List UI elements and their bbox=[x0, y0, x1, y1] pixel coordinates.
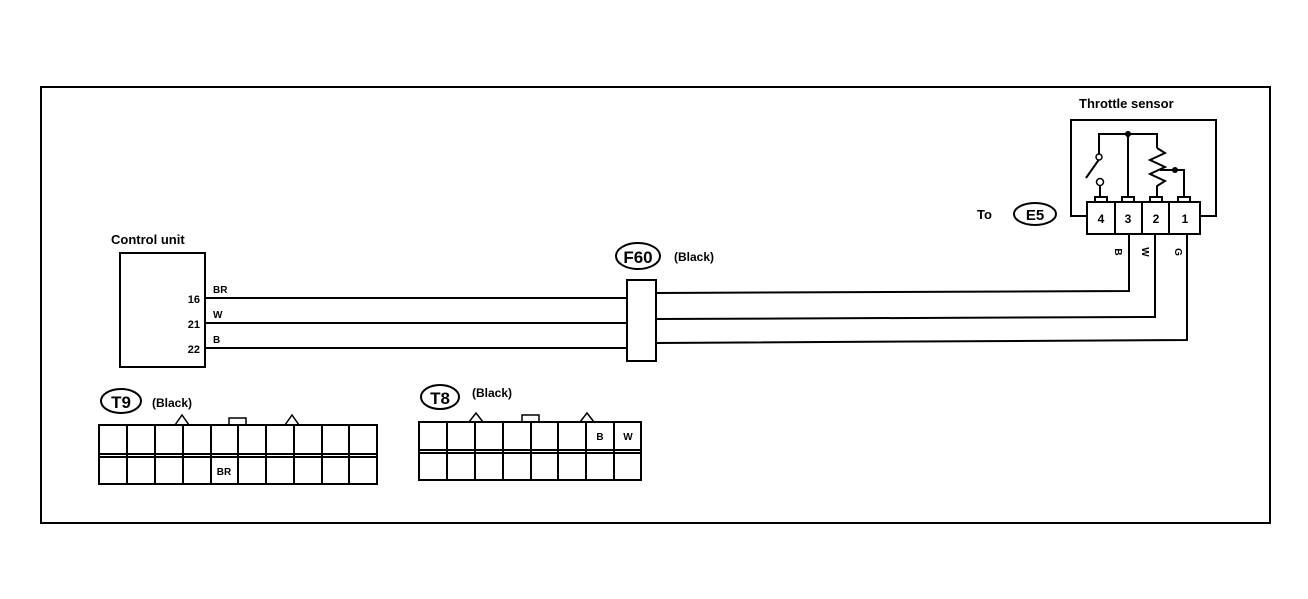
svg-text:T9: T9 bbox=[111, 393, 131, 412]
svg-text:To: To bbox=[977, 207, 992, 222]
svg-text:BR: BR bbox=[217, 467, 232, 478]
svg-text:(Black): (Black) bbox=[674, 250, 714, 264]
connector-f60: F60 (Black) bbox=[615, 242, 714, 362]
svg-text:(Black): (Black) bbox=[472, 386, 512, 400]
svg-text:G: G bbox=[1172, 248, 1183, 256]
svg-text:21: 21 bbox=[188, 319, 200, 331]
svg-text:1: 1 bbox=[1182, 212, 1189, 226]
pin-4 bbox=[1086, 201, 1116, 235]
svg-text:2: 2 bbox=[1153, 212, 1160, 226]
throttle-sensor-title: Throttle sensor bbox=[1079, 96, 1174, 111]
svg-text:W: W bbox=[213, 310, 223, 321]
svg-text:16: 16 bbox=[188, 294, 200, 306]
svg-text:BR: BR bbox=[213, 285, 228, 296]
svg-text:B: B bbox=[213, 335, 220, 346]
switch-icon bbox=[1085, 157, 1101, 179]
svg-text:B: B bbox=[596, 432, 603, 443]
svg-text:22: 22 bbox=[188, 344, 200, 356]
connector-t9: T9 (Black) BR bbox=[98, 388, 378, 485]
svg-text:4: 4 bbox=[1098, 212, 1105, 226]
throttle-sensor: Throttle sensor 4 3 2 1 B W G bbox=[977, 96, 1217, 257]
control-unit-title: Control unit bbox=[111, 232, 185, 247]
svg-text:B: B bbox=[1112, 248, 1123, 255]
svg-text:E5: E5 bbox=[1026, 207, 1044, 224]
connector-f60-badge bbox=[615, 242, 661, 270]
connector-t9-badge bbox=[100, 388, 142, 414]
svg-text:(Black): (Black) bbox=[152, 396, 192, 410]
pin-1 bbox=[1168, 201, 1201, 235]
svg-text:W: W bbox=[623, 432, 633, 443]
control-unit: Control unit 16 21 22 BR W B bbox=[111, 232, 228, 368]
svg-text:3: 3 bbox=[1125, 212, 1132, 226]
connector-t8-badge bbox=[420, 384, 460, 410]
wires bbox=[205, 234, 1188, 349]
diagram-frame bbox=[40, 86, 1271, 524]
svg-text:T8: T8 bbox=[430, 389, 450, 408]
svg-text:F60: F60 bbox=[623, 248, 652, 267]
svg-text:W: W bbox=[1139, 247, 1150, 257]
connector-e5-badge bbox=[1013, 202, 1057, 226]
connector-t8: T8 (Black) B W bbox=[418, 384, 642, 481]
resistor-icon bbox=[1147, 147, 1168, 197]
